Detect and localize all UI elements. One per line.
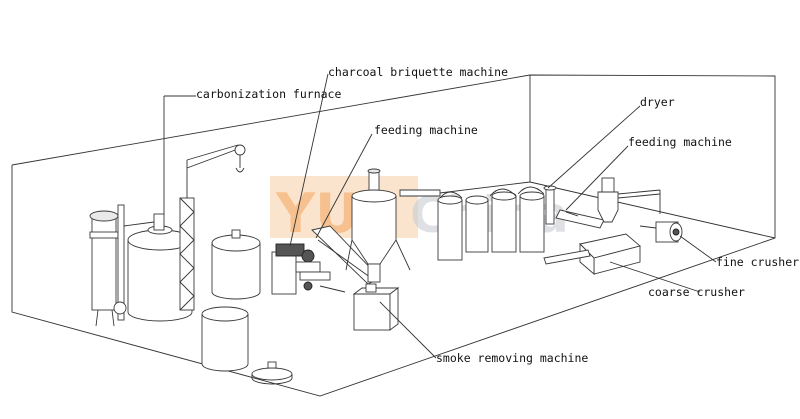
callout-line-dryer — [547, 105, 641, 189]
fine-crusher — [639, 221, 683, 243]
label-fine-crusher: fine crusher — [716, 255, 799, 269]
callout-line-smoke-removing-machine — [379, 301, 437, 359]
fine-crusher-cyclone — [597, 177, 661, 223]
callout-line-feeding-machine-2 — [565, 145, 629, 211]
label-coarse-crusher: coarse crusher — [648, 285, 745, 299]
cyclone — [345, 168, 411, 283]
label-dryer: dryer — [640, 95, 675, 109]
smoke-removing-machine — [352, 283, 400, 331]
callout-line-feeding-machine-1 — [315, 133, 373, 239]
coarse-crusher — [543, 233, 641, 275]
label-charcoal-briquette-machine: charcoal briquette machine — [328, 65, 508, 79]
callout-line-coarse-crusher — [609, 261, 701, 293]
charcoal-briquette-machine — [271, 243, 346, 295]
callout-line-fine-crusher — [679, 235, 717, 263]
callout-line-charcoal-briquette-machine — [289, 73, 329, 247]
label-carbonization-furnace: carbonization furnace — [196, 87, 341, 101]
label-smoke-removing-machine: smoke removing machine — [436, 351, 588, 365]
label-feeding-machine-1: feeding machine — [374, 123, 478, 137]
callout-lines — [163, 73, 717, 359]
carbonization-furnace — [89, 144, 293, 385]
feeding-machine-2 — [555, 209, 605, 229]
labels: carbonization furnace charcoal briquette… — [196, 65, 799, 365]
label-feeding-machine-2: feeding machine — [628, 135, 732, 149]
dryer — [399, 185, 557, 261]
